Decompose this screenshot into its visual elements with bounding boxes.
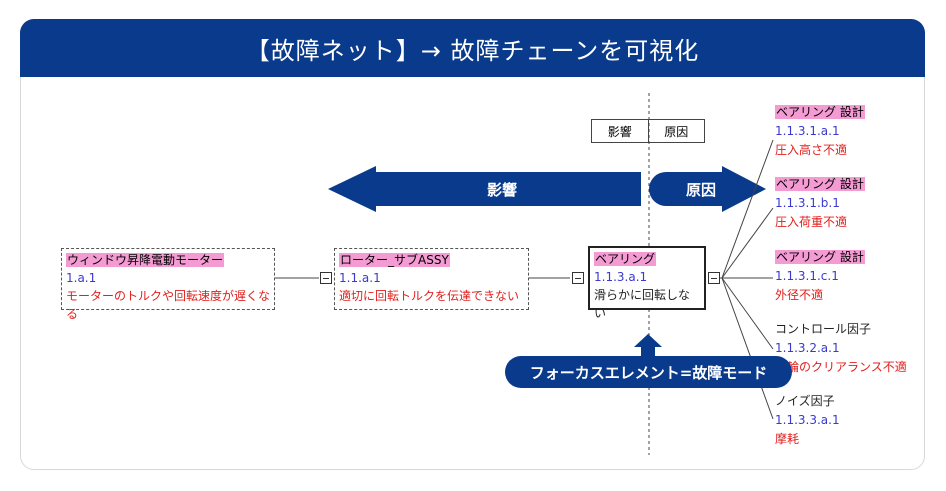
title-bar: 【故障ネット】→ 故障チェーンを可視化: [20, 19, 925, 77]
cause-id: 1.1.3.1.a.1: [775, 124, 840, 138]
node-id: 1.a.1: [66, 271, 97, 285]
cause-arrow: [649, 166, 766, 212]
cause-id: 1.1.3.2.a.1: [775, 341, 840, 355]
focus-label-text: フォーカスエレメント=故障モード: [529, 363, 768, 382]
failure-node-motor[interactable]: ウィンドウ昇降電動モーター 1.a.1 モーターのトルクや回転速度が遅くなる: [61, 248, 275, 321]
node-failure: モーターのトルクや回転速度が遅くなる: [66, 289, 271, 321]
cause-link: [721, 277, 774, 350]
cause-node[interactable]: ベアリング 設計 1.1.3.1.c.1 外径不適: [775, 248, 865, 305]
node-id: 1.1.3.a.1: [594, 270, 648, 284]
cause-failure: 圧入荷重不適: [775, 215, 848, 229]
node-name: ウィンドウ昇降電動モーター: [66, 253, 225, 267]
content-card: [20, 19, 925, 470]
legend-cause: 原因: [664, 124, 689, 139]
collapse-toggle[interactable]: [708, 272, 720, 284]
node-failure: 滑らかに回転しない: [594, 288, 691, 320]
failure-node-rotor[interactable]: ローター_サブASSY 1.1.a.1 適切に回転トルクを伝達できない: [334, 248, 529, 310]
node-failure: 適切に回転トルクを伝達できない: [339, 289, 520, 303]
cause-node[interactable]: ベアリング 設計 1.1.3.1.a.1 圧入高さ不適: [775, 103, 865, 160]
cause-failure: 摩耗: [775, 432, 800, 446]
cause-id: 1.1.3.1.b.1: [775, 196, 840, 210]
effect-arrow-label: 影響: [487, 181, 518, 199]
cause-node[interactable]: ベアリング 設計 1.1.3.1.b.1 圧入荷重不適: [775, 175, 865, 232]
cause-name: ベアリング 設計: [775, 177, 865, 191]
cause-node[interactable]: コントロール因子 1.1.3.2.a.1 内輪のクリアランス不適: [775, 320, 907, 377]
cause-link: [721, 207, 774, 279]
node-name: ベアリング: [594, 252, 657, 266]
cause-name: コントロール因子: [775, 322, 872, 336]
node-name: ローター_サブASSY: [339, 253, 450, 267]
cause-node[interactable]: ノイズ因子 1.1.3.3.a.1 摩耗: [775, 392, 840, 449]
node-id: 1.1.a.1: [339, 271, 381, 285]
cause-failure: 圧入高さ不適: [775, 143, 848, 157]
cause-name: ベアリング 設計: [775, 105, 865, 119]
focus-element-label: フォーカスエレメント=故障モード: [505, 356, 792, 388]
effect-cause-legend: 影響 原因: [591, 119, 705, 143]
cause-link: [721, 277, 774, 420]
legend-effect: 影響: [592, 120, 649, 142]
failure-node-bearing-focus[interactable]: ベアリング 1.1.3.a.1 滑らかに回転しない: [588, 246, 706, 320]
cause-failure: 外径不適: [775, 288, 824, 302]
page-title: 【故障ネット】→ 故障チェーンを可視化: [245, 36, 700, 65]
collapse-toggle[interactable]: [320, 272, 332, 284]
cause-link: [721, 139, 774, 279]
focus-up-arrow: [634, 334, 662, 358]
cause-failure: 内輪のクリアランス不適: [775, 360, 907, 374]
cause-name: ノイズ因子: [775, 394, 835, 408]
cause-name: ベアリング 設計: [775, 250, 865, 264]
cause-id: 1.1.3.1.c.1: [775, 269, 839, 283]
collapse-toggle[interactable]: [572, 272, 584, 284]
cause-arrow-label: 原因: [686, 181, 717, 199]
effect-arrow: [328, 166, 641, 212]
cause-id: 1.1.3.3.a.1: [775, 413, 840, 427]
